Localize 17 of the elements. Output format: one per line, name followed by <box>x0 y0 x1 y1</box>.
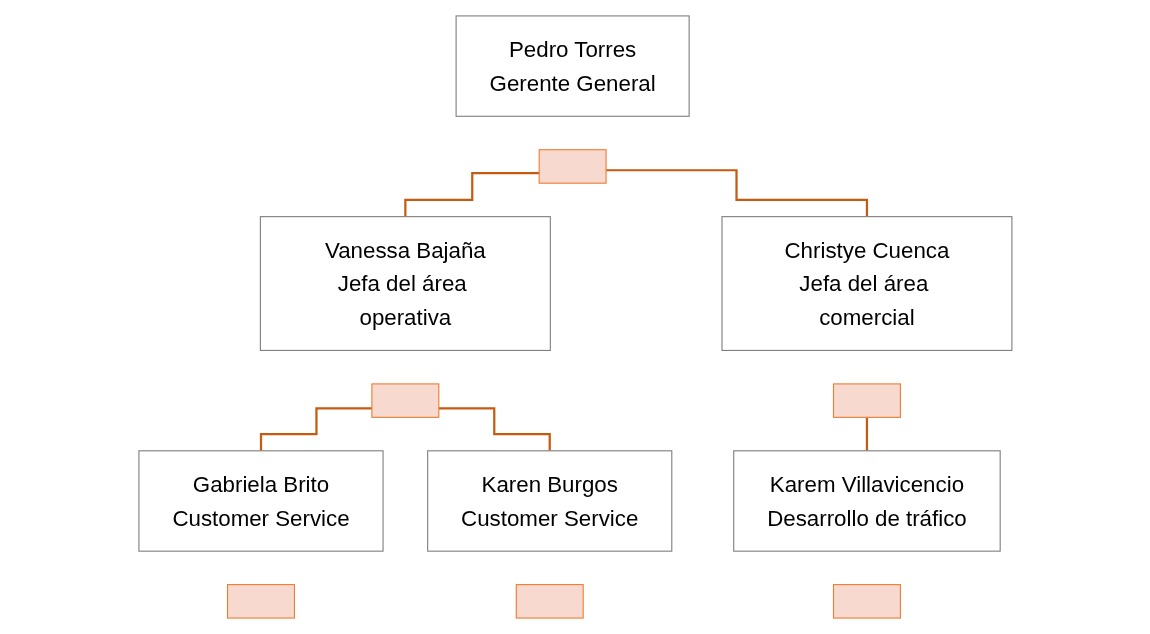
connector <box>403 172 539 218</box>
connector <box>605 169 868 218</box>
person-box: Christye Cuenca Jefa del área comercial <box>721 216 1013 351</box>
name-tag-box <box>538 149 607 184</box>
connector <box>259 407 372 452</box>
name-tag-box <box>832 584 901 619</box>
person-box: Pedro Torres Gerente General <box>455 15 690 117</box>
person-box: Karen Burgos Customer Service <box>426 450 672 552</box>
name-tag-box <box>832 383 901 418</box>
name-tag-box <box>226 584 295 619</box>
person-box: Vanessa Bajaña Jefa del área operativa <box>259 216 551 351</box>
name-tag-box <box>515 584 584 619</box>
person-box: Gabriela Brito Customer Service <box>137 450 384 552</box>
person-box: Karem Villavicencio Desarrollo de tráfico <box>732 450 1001 552</box>
name-tag-box <box>370 383 439 418</box>
connector <box>438 407 551 452</box>
connector <box>865 416 868 452</box>
